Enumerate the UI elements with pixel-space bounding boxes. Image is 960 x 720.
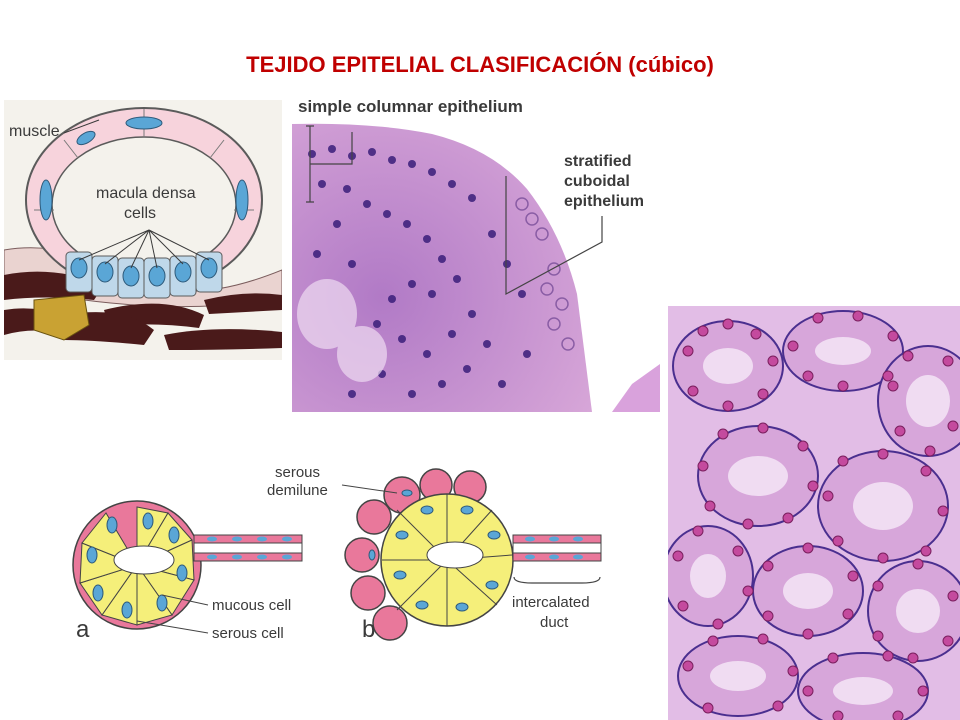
label-duct: duct xyxy=(540,614,569,631)
acinus-b xyxy=(344,468,602,641)
label-intercalated: intercalated xyxy=(512,594,590,611)
label-mucous-cell: mucous cell xyxy=(212,597,291,614)
label-stratified: stratified xyxy=(564,153,632,170)
kidney-tubules-photo xyxy=(668,306,960,720)
label-cuboidal: cuboidal xyxy=(564,173,630,190)
gland-acini-diagram: serous demilune mucous cell serous cell … xyxy=(62,455,622,665)
label-epithelium: epithelium xyxy=(564,193,644,210)
columnar-histology-drawing: simple columnar epithelium stratified cu… xyxy=(292,94,660,412)
label-a: a xyxy=(76,616,90,643)
label-serous-cell: serous cell xyxy=(212,625,284,642)
label-demilune: demilune xyxy=(267,482,328,499)
label-b: b xyxy=(362,616,375,643)
label-serous: serous xyxy=(275,464,320,481)
label-macula-densa: macula densa xyxy=(96,185,196,202)
kidney-tubules-drawing xyxy=(668,306,960,720)
label-muscle: muscle xyxy=(9,123,60,140)
slide-title: TEJIDO EPITELIAL CLASIFICACIÓN (cúbico) xyxy=(246,52,714,77)
label-macula-cells: cells xyxy=(124,205,156,222)
gland-acini-drawing: serous demilune mucous cell serous cell … xyxy=(62,455,622,665)
macula-densa-drawing: muscle macula densa cells xyxy=(4,100,282,360)
columnar-histology-photo: simple columnar epithelium stratified cu… xyxy=(292,94,660,412)
macula-densa-diagram: muscle macula densa cells xyxy=(4,100,282,360)
label-simple-columnar: simple columnar epithelium xyxy=(298,97,523,116)
